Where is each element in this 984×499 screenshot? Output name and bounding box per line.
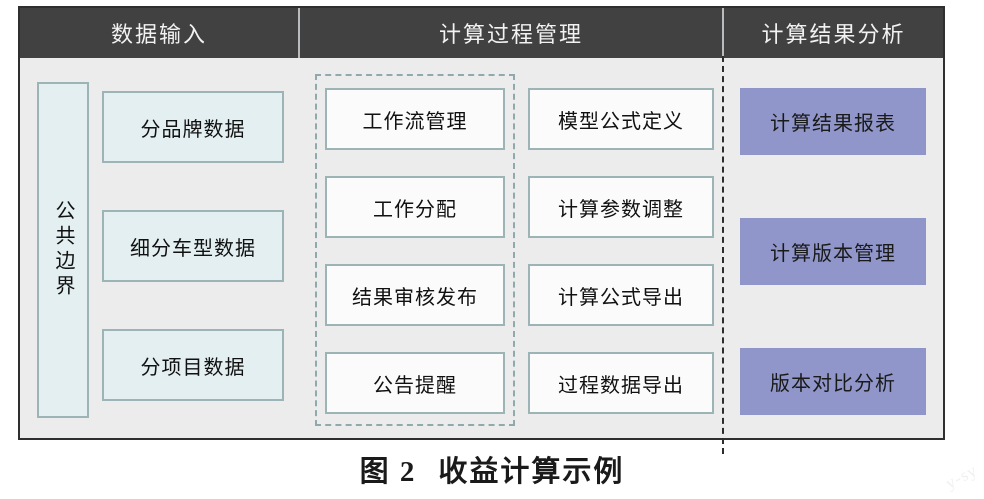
header-band: 数据输入 计算过程管理 计算结果分析 bbox=[20, 8, 943, 58]
diagram-body: 公共边界 分品牌数据 细分车型数据 分项目数据 工作流管理 工作分配 结果审核发… bbox=[20, 58, 943, 438]
node-calc-version-management[interactable]: 计算版本管理 bbox=[740, 218, 926, 285]
figure-caption-label: 图 2 bbox=[359, 456, 417, 488]
node-result-review-publish-label: 结果审核发布 bbox=[352, 286, 478, 309]
node-calc-parameter-adjustment-label: 计算参数调整 bbox=[558, 198, 684, 221]
node-workflow-management-label: 工作流管理 bbox=[362, 110, 468, 133]
node-model-formula-definition[interactable]: 模型公式定义 bbox=[528, 88, 714, 150]
node-work-assignment-label: 工作分配 bbox=[373, 198, 457, 221]
diagram-frame: 数据输入 计算过程管理 计算结果分析 公共边界 分品牌数据 细分车型数据 分项目… bbox=[18, 6, 945, 440]
header-column-data-input: 数据输入 bbox=[20, 8, 300, 58]
node-brand-data[interactable]: 分品牌数据 bbox=[102, 91, 284, 163]
node-project-data[interactable]: 分项目数据 bbox=[102, 329, 284, 401]
node-version-comparison-analysis-label: 版本对比分析 bbox=[770, 373, 896, 395]
node-announcement-reminder-label: 公告提醒 bbox=[373, 374, 457, 397]
node-calc-result-report[interactable]: 计算结果报表 bbox=[740, 88, 926, 155]
node-version-comparison-analysis[interactable]: 版本对比分析 bbox=[740, 348, 926, 415]
figure-caption-title: 收益计算示例 bbox=[438, 456, 625, 488]
node-calc-result-report-label: 计算结果报表 bbox=[770, 113, 896, 135]
common-boundary-label: 公共边界 bbox=[52, 200, 74, 300]
node-workflow-management[interactable]: 工作流管理 bbox=[325, 88, 505, 150]
node-project-data-label: 分项目数据 bbox=[140, 356, 246, 379]
node-announcement-reminder[interactable]: 公告提醒 bbox=[325, 352, 505, 414]
node-process-data-export[interactable]: 过程数据导出 bbox=[528, 352, 714, 414]
node-calc-version-management-label: 计算版本管理 bbox=[770, 243, 896, 265]
node-process-data-export-label: 过程数据导出 bbox=[558, 374, 684, 397]
node-calc-parameter-adjustment[interactable]: 计算参数调整 bbox=[528, 176, 714, 238]
header-column-result-analysis: 计算结果分析 bbox=[761, 22, 906, 47]
node-calc-formula-export-label: 计算公式导出 bbox=[558, 286, 684, 309]
node-result-review-publish[interactable]: 结果审核发布 bbox=[325, 264, 505, 326]
node-model-formula-definition-label: 模型公式定义 bbox=[558, 110, 684, 133]
header-column-process-management: 计算过程管理 bbox=[300, 8, 724, 58]
node-calc-formula-export[interactable]: 计算公式导出 bbox=[528, 264, 714, 326]
figure-caption: 图 2 收益计算示例 bbox=[0, 448, 984, 490]
result-analysis-separator bbox=[722, 56, 724, 454]
node-segment-model-data[interactable]: 细分车型数据 bbox=[102, 210, 284, 282]
node-brand-data-label: 分品牌数据 bbox=[140, 118, 246, 141]
workflow-dashed-group bbox=[315, 74, 515, 426]
node-segment-model-data-label: 细分车型数据 bbox=[130, 237, 256, 260]
common-boundary-box: 公共边界 bbox=[37, 82, 89, 418]
node-work-assignment[interactable]: 工作分配 bbox=[325, 176, 505, 238]
